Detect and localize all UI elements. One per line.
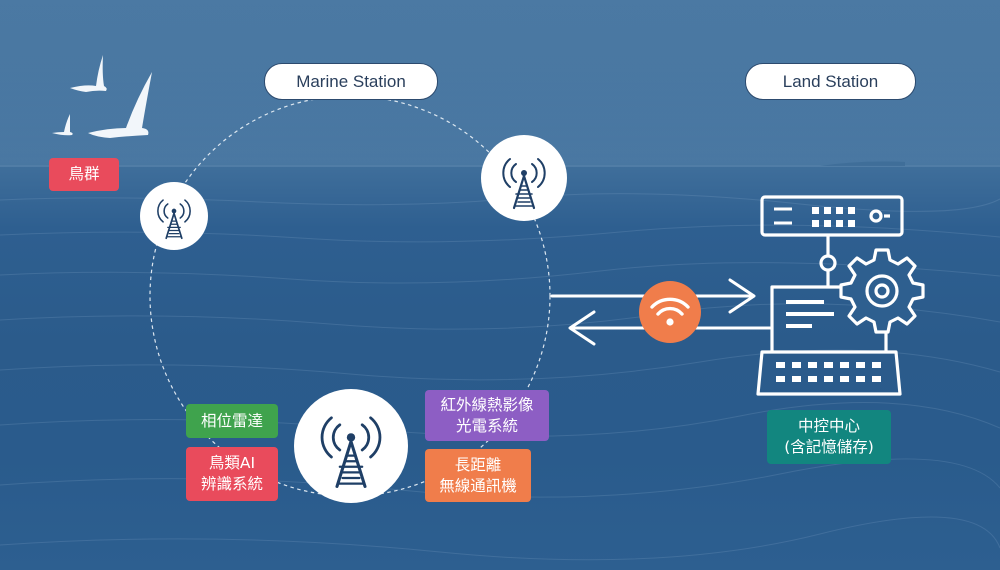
bird-ai-label-line1: 鳥類AI: [208, 454, 256, 472]
infrared-label-line2: 光電系統: [455, 416, 518, 435]
seagull-icon: [52, 55, 152, 138]
tower-node-bottom: [294, 389, 408, 503]
phase-radar-label: 相位雷達: [200, 411, 263, 430]
infrared-label-line1: 紅外線熱影像: [440, 395, 534, 414]
bird-ai-tag: 鳥類AI 辨識系統: [186, 447, 278, 501]
control-label-line2: (含記憶儲存): [784, 438, 874, 456]
bird-ai-label-line2: 辨識系統: [200, 475, 263, 493]
longrange-radio-tag: 長距離 無線通訊機: [425, 449, 531, 502]
computer-icon: [756, 285, 902, 396]
marine-network-ring: [149, 95, 551, 497]
wifi-icon: [639, 281, 701, 343]
land-station-label: Land Station: [745, 63, 916, 100]
longrange-label-line1: 長距離: [454, 455, 502, 474]
birds-tag: 鳥群: [49, 158, 119, 191]
birds-label: 鳥群: [68, 165, 100, 183]
longrange-label-line2: 無線通訊機: [439, 476, 517, 495]
server-icon: [760, 195, 904, 286]
tower-node-top-right: [481, 135, 567, 221]
control-label-line1: 中控中心: [797, 417, 860, 435]
tower-node-left: [140, 182, 208, 250]
gear-icon: [839, 248, 925, 334]
control-center-tag: 中控中心 (含記憶儲存): [767, 410, 891, 464]
marine-station-label: Marine Station: [264, 63, 438, 100]
infrared-tag: 紅外線熱影像 光電系統: [425, 390, 549, 441]
phase-radar-tag: 相位雷達: [186, 404, 278, 438]
